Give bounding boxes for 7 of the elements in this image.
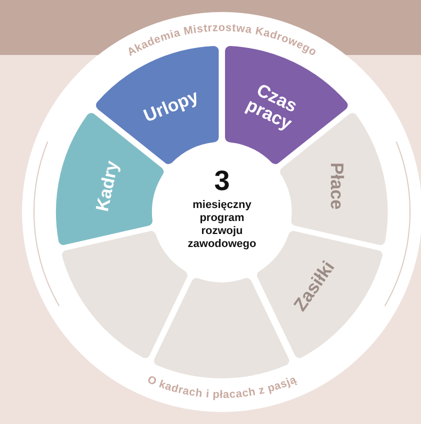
segment-label: Urlopy bbox=[140, 84, 202, 128]
headline-number: 3 bbox=[214, 166, 230, 195]
center-text: miesięczny program rozwoju zawodowego bbox=[186, 198, 258, 252]
arc-slogan: O kadrach i płacach z pasją bbox=[146, 374, 298, 402]
segment-label: Kadry bbox=[90, 158, 124, 215]
segment-label: Czas pracy bbox=[242, 78, 302, 136]
segment-label: Płace bbox=[328, 161, 346, 212]
